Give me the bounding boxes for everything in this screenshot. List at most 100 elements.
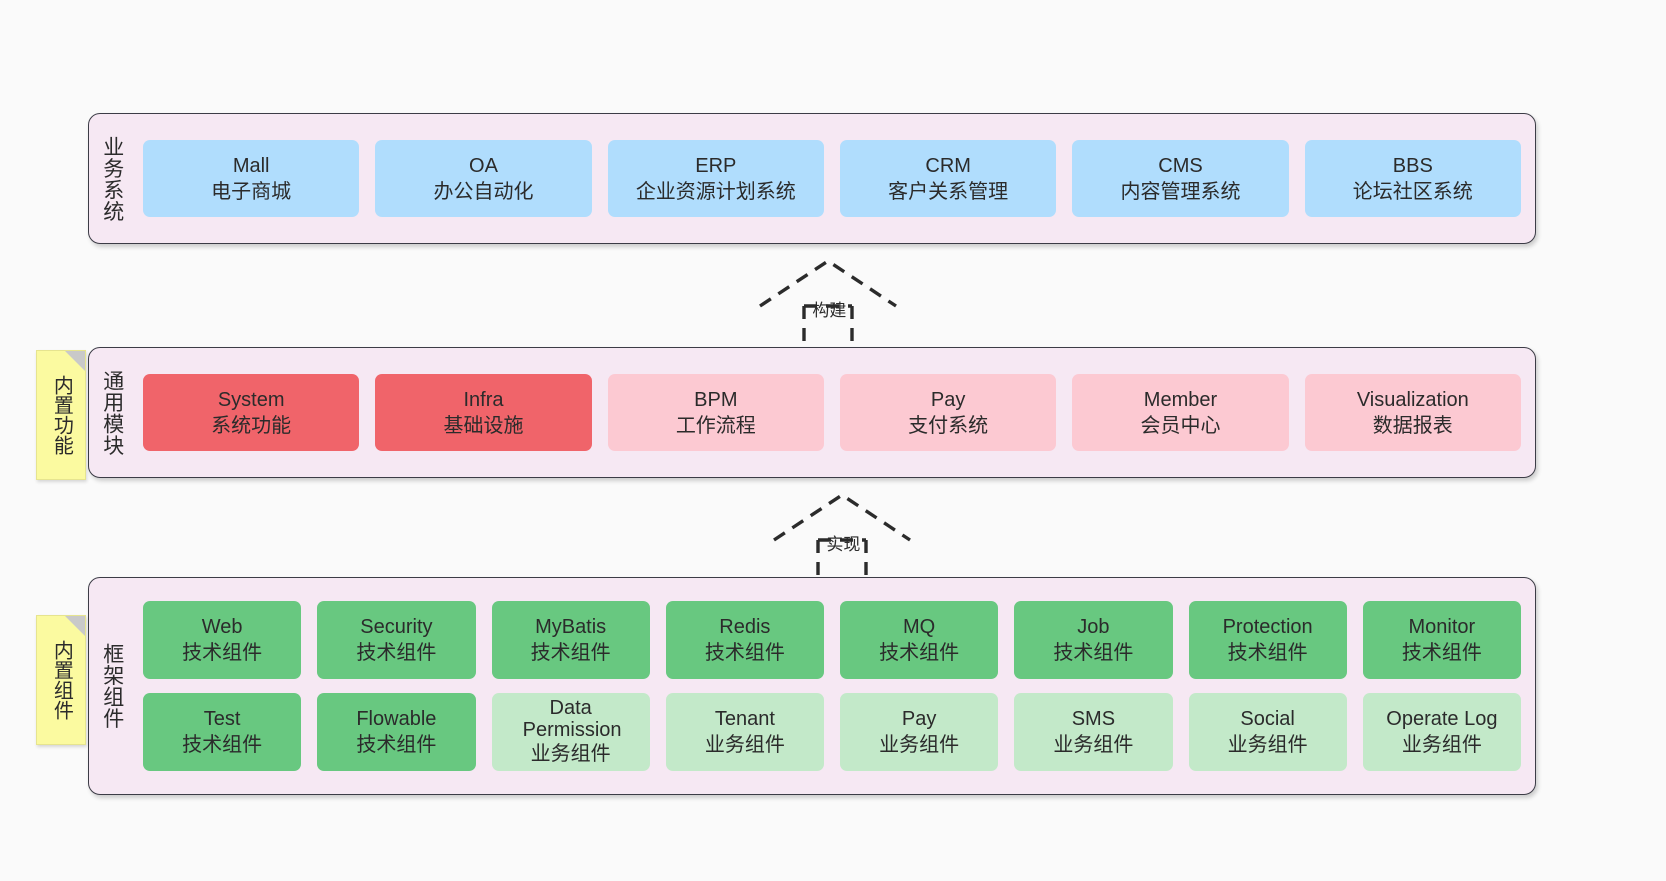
card-infra[interactable]: Infra 基础设施 <box>375 374 592 451</box>
card-title: CMS <box>1158 154 1203 177</box>
card-data-permission[interactable]: Data Permission 业务组件 <box>491 693 650 771</box>
card-title: Pay <box>901 708 937 730</box>
card-title: Tenant <box>714 708 775 730</box>
card-mall[interactable]: Mall 电子商城 <box>143 140 360 217</box>
card-subtitle: 业务组件 <box>879 734 960 756</box>
card-subtitle: 支付系统 <box>908 414 989 437</box>
card-monitor[interactable]: Monitor 技术组件 <box>1362 601 1521 679</box>
card-subtitle: 会员中心 <box>1140 414 1221 437</box>
card-title: Security <box>360 616 433 638</box>
card-visualization[interactable]: Visualization 数据报表 <box>1304 374 1521 451</box>
card-subtitle: 论坛社区系统 <box>1352 180 1473 203</box>
card-subtitle: 基础设施 <box>443 414 524 437</box>
card-title: Operate Log <box>1386 708 1498 730</box>
card-title: Monitor <box>1408 616 1476 638</box>
card-title: SMS <box>1071 708 1116 730</box>
card-oa[interactable]: OA 办公自动化 <box>375 140 592 217</box>
layer-business-systems: 业务系统 Mall 电子商城 OA 办公自动化 ERP 企业资源计划系统 CRM… <box>88 113 1536 244</box>
card-title: Visualization <box>1356 388 1469 411</box>
card-subtitle: 企业资源计划系统 <box>635 180 796 203</box>
connector-implement: 实现 <box>772 492 912 577</box>
card-subtitle: 业务组件 <box>704 734 785 756</box>
card-title: Social <box>1240 708 1295 730</box>
layer-title-business-systems: 业务系统 <box>100 135 124 222</box>
card-subtitle: 数据报表 <box>1372 414 1453 437</box>
layer-title-framework-components: 框架组件 <box>100 643 124 729</box>
card-subtitle: 技术组件 <box>1401 642 1482 664</box>
layer-title-common-modules: 通用模块 <box>100 369 124 456</box>
card-subtitle: 工作流程 <box>675 414 756 437</box>
layer-body-framework-components: Web 技术组件 Security 技术组件 MyBatis 技术组件 Redi… <box>129 578 1535 794</box>
card-subtitle: 系统功能 <box>211 414 292 437</box>
card-subtitle: 技术组件 <box>879 642 960 664</box>
card-title: Pay <box>930 388 966 411</box>
card-subtitle: 技术组件 <box>704 642 785 664</box>
card-mybatis[interactable]: MyBatis 技术组件 <box>491 601 650 679</box>
card-member[interactable]: Member 会员中心 <box>1072 374 1289 451</box>
card-test[interactable]: Test 技术组件 <box>143 693 302 771</box>
card-subtitle: 技术组件 <box>182 642 263 664</box>
sticky-note-label: 内置组件 <box>50 640 73 720</box>
card-system[interactable]: System 系统功能 <box>143 374 360 451</box>
card-title: Data Permission <box>522 696 622 741</box>
card-subtitle: 客户关系管理 <box>888 180 1009 203</box>
connector-label-build: 构建 <box>812 301 847 320</box>
card-row: System 系统功能 Infra 基础设施 BPM 工作流程 Pay 支付系统… <box>143 374 1521 451</box>
card-title: Web <box>201 616 243 638</box>
card-cms[interactable]: CMS 内容管理系统 <box>1072 140 1289 217</box>
card-flowable[interactable]: Flowable 技术组件 <box>317 693 476 771</box>
card-mq[interactable]: MQ 技术组件 <box>840 601 999 679</box>
card-subtitle: 办公自动化 <box>433 180 534 203</box>
sticky-note-label: 内置功能 <box>50 375 73 455</box>
layer-body-common-modules: System 系统功能 Infra 基础设施 BPM 工作流程 Pay 支付系统… <box>129 348 1535 477</box>
card-bpm[interactable]: BPM 工作流程 <box>607 374 824 451</box>
card-subtitle: 业务组件 <box>1227 734 1308 756</box>
card-subtitle: 技术组件 <box>530 642 611 664</box>
card-crm[interactable]: CRM 客户关系管理 <box>839 140 1057 217</box>
card-title: Infra <box>463 388 504 411</box>
card-title: ERP <box>695 154 737 177</box>
card-tenant[interactable]: Tenant 业务组件 <box>665 693 824 771</box>
card-subtitle: 技术组件 <box>356 734 437 756</box>
connector-label-implement: 实现 <box>826 535 861 554</box>
card-title: CRM <box>925 154 971 177</box>
card-subtitle: 业务组件 <box>1401 734 1482 756</box>
card-security[interactable]: Security 技术组件 <box>317 601 476 679</box>
card-subtitle: 技术组件 <box>1227 642 1308 664</box>
card-protection[interactable]: Protection 技术组件 <box>1188 601 1347 679</box>
card-title: OA <box>469 154 498 177</box>
card-redis[interactable]: Redis 技术组件 <box>665 601 824 679</box>
card-title: Test <box>203 708 241 730</box>
layer-framework-components: 框架组件 Web 技术组件 Security 技术组件 MyBatis 技术组件… <box>88 577 1536 795</box>
card-row: Test 技术组件 Flowable 技术组件 Data Permission … <box>143 693 1521 771</box>
card-job[interactable]: Job 技术组件 <box>1014 601 1173 679</box>
card-title: System <box>217 388 285 411</box>
card-subtitle: 技术组件 <box>1053 642 1134 664</box>
card-pay-business[interactable]: Pay 业务组件 <box>840 693 999 771</box>
card-title: Mall <box>232 154 270 177</box>
card-row: Web 技术组件 Security 技术组件 MyBatis 技术组件 Redi… <box>143 601 1521 679</box>
card-erp[interactable]: ERP 企业资源计划系统 <box>607 140 824 217</box>
card-pay[interactable]: Pay 支付系统 <box>839 374 1057 451</box>
card-subtitle: 业务组件 <box>530 743 611 766</box>
card-title: MQ <box>903 616 936 638</box>
card-web[interactable]: Web 技术组件 <box>143 601 302 679</box>
card-title: Redis <box>719 616 771 638</box>
card-title: MyBatis <box>535 616 607 638</box>
card-title: Member <box>1143 388 1218 411</box>
card-subtitle: 技术组件 <box>356 642 437 664</box>
card-bbs[interactable]: BBS 论坛社区系统 <box>1304 140 1521 217</box>
card-title: BPM <box>694 388 738 411</box>
card-subtitle: 技术组件 <box>182 734 263 756</box>
card-social[interactable]: Social 业务组件 <box>1188 693 1347 771</box>
layer-body-business-systems: Mall 电子商城 OA 办公自动化 ERP 企业资源计划系统 CRM 客户关系… <box>129 114 1535 243</box>
connector-build: 构建 <box>758 258 898 343</box>
card-title: Job <box>1077 616 1110 638</box>
card-row: Mall 电子商城 OA 办公自动化 ERP 企业资源计划系统 CRM 客户关系… <box>143 140 1521 217</box>
card-sms[interactable]: SMS 业务组件 <box>1014 693 1173 771</box>
card-operate-log[interactable]: Operate Log 业务组件 <box>1362 693 1521 771</box>
card-subtitle: 电子商城 <box>211 180 292 203</box>
card-title: BBS <box>1392 154 1433 177</box>
sticky-note-builtin-features: 内置功能 <box>36 350 86 480</box>
card-subtitle: 内容管理系统 <box>1120 180 1241 203</box>
